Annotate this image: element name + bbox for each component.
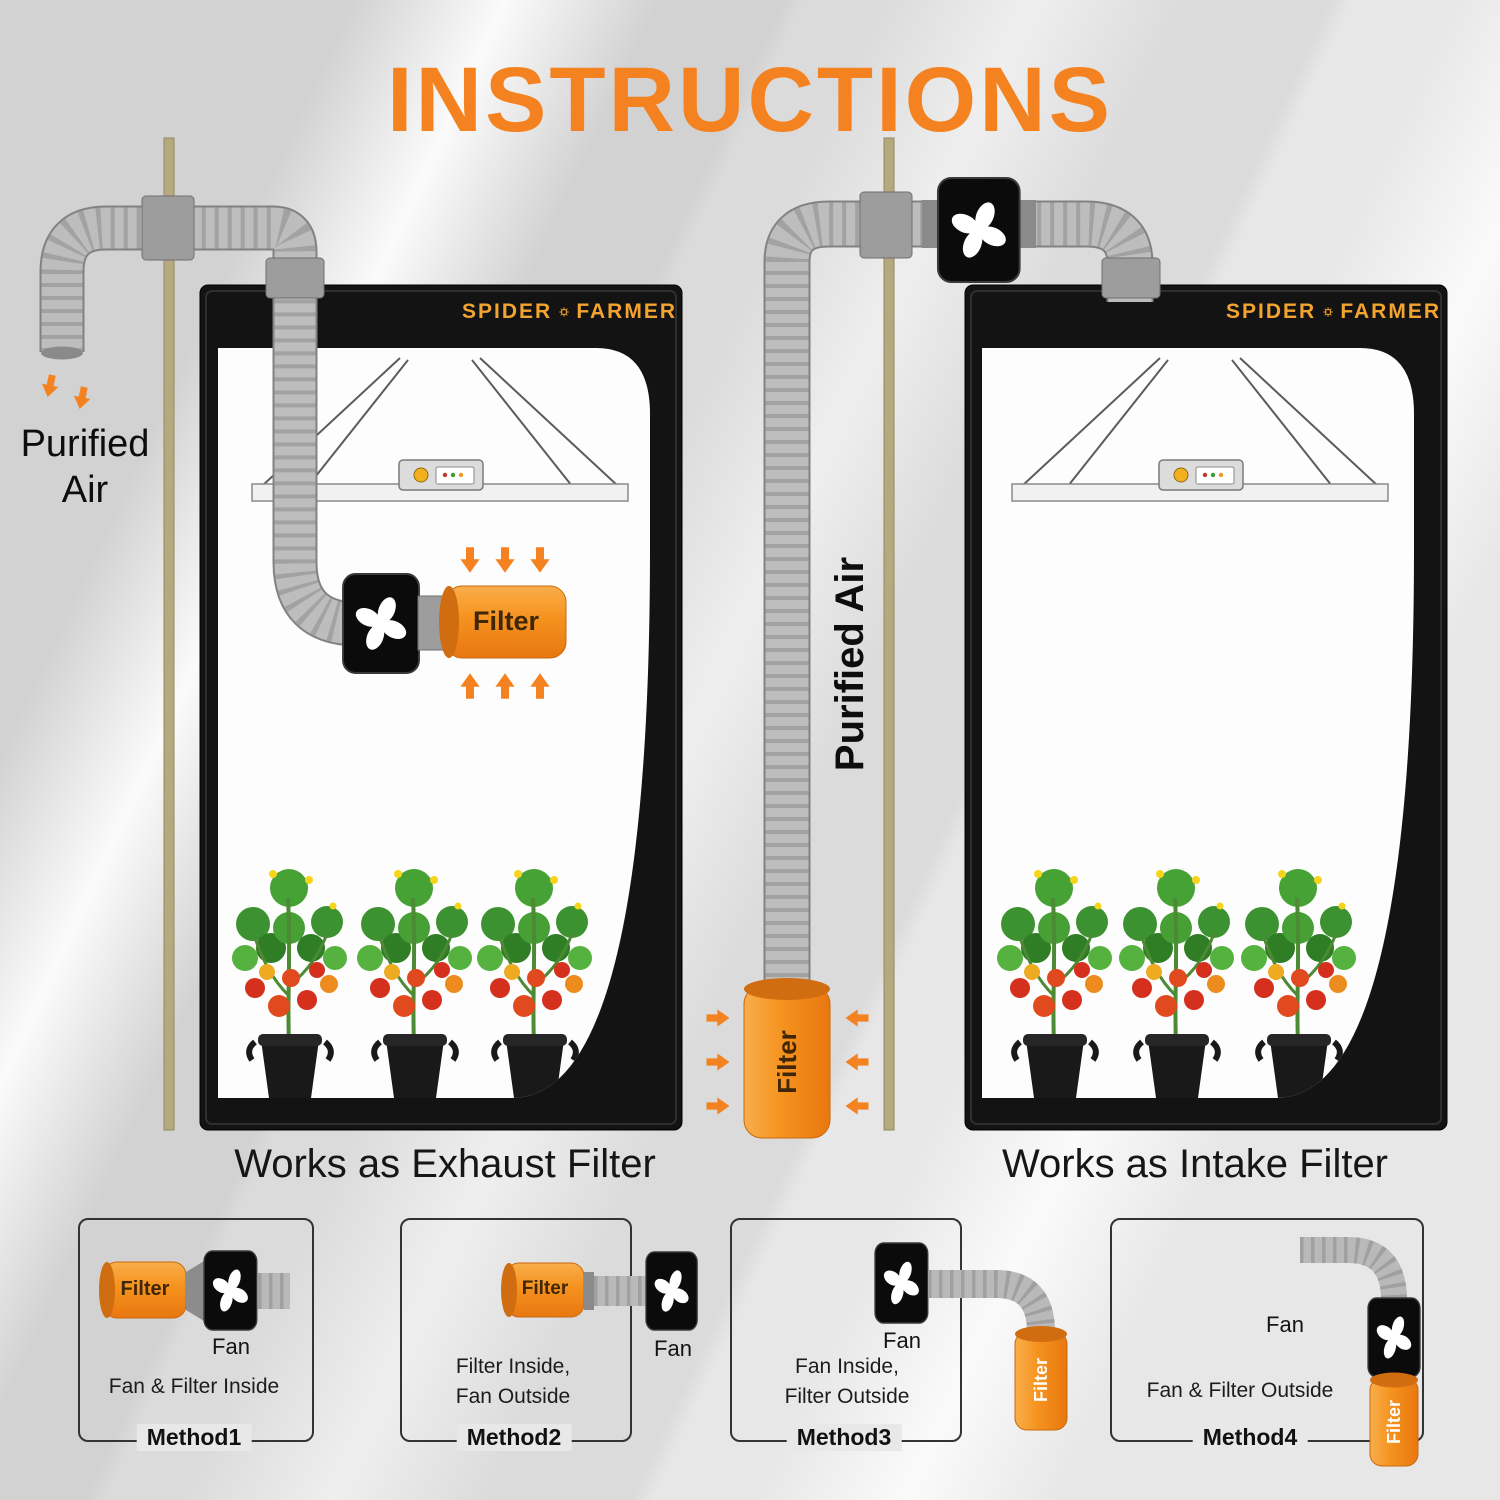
inline-fan-left xyxy=(342,573,420,674)
method-2-desc-line2: Fan Outside xyxy=(455,1384,571,1408)
purified-air-arrows-left xyxy=(39,373,93,411)
method-4-fan-label: Fan xyxy=(1266,1312,1304,1337)
method-2-desc-line1: Filter Inside, xyxy=(455,1355,571,1378)
purified-air-label-left: Purified Air xyxy=(0,422,170,513)
method-4-diagram xyxy=(1300,1237,1421,1467)
gear-icon xyxy=(1323,307,1333,317)
method-1-diagram xyxy=(99,1250,290,1331)
method-2-description: Filter Inside, Fan Outside xyxy=(408,1352,618,1412)
brand-word-spider: SPIDER xyxy=(1226,300,1317,323)
inline-fan-center xyxy=(936,176,1021,284)
caption-intake: Works as Intake Filter xyxy=(1001,1142,1389,1186)
method-4-filter-label: Filter xyxy=(1384,1400,1404,1445)
page-title: INSTRUCTIONS xyxy=(387,49,1113,151)
tent-pole-left xyxy=(163,137,175,1131)
tomato-plants-right xyxy=(997,869,1356,1098)
method-3-description: Fan Inside, Filter Outside xyxy=(742,1352,952,1412)
method-4-label: Method4 xyxy=(1192,1424,1308,1451)
exhaust-duct-left xyxy=(39,195,374,647)
method-3-label: Method3 xyxy=(786,1424,902,1451)
method-3-desc-line1: Fan Inside, xyxy=(795,1355,899,1378)
brand-logo-right: SPIDER FARMER xyxy=(1226,300,1441,324)
method-3-fan-label: Fan xyxy=(883,1328,921,1353)
grow-tent-right xyxy=(964,284,1448,1131)
method-1-label: Method1 xyxy=(136,1424,252,1451)
method-3-diagram xyxy=(874,1242,1068,1431)
method-2-filter-label: Filter xyxy=(521,1278,569,1299)
tent-pole-center xyxy=(883,137,895,1131)
method-2-diagram xyxy=(501,1251,698,1331)
caption-exhaust: Works as Exhaust Filter xyxy=(234,1142,656,1186)
purified-air-label-right: Purified Air xyxy=(828,556,872,772)
brand-word-spider: SPIDER xyxy=(462,300,553,323)
carbon-filter-center xyxy=(743,978,831,1139)
brand-word-farmer: FARMER xyxy=(1340,300,1441,323)
purified-air-line2: Air xyxy=(61,468,109,511)
filter-label-left: Filter xyxy=(472,606,539,636)
filter-label-center: Filter xyxy=(772,1030,802,1094)
gear-icon xyxy=(559,307,569,317)
carbon-filter-left xyxy=(417,585,567,659)
method-1-filter-label: Filter xyxy=(120,1278,170,1300)
tomato-plants-left xyxy=(232,869,592,1098)
method-1-fan-label: Fan xyxy=(212,1334,250,1359)
method-3-filter-label: Filter xyxy=(1031,1358,1051,1403)
method-1-description: Fan & Filter Inside xyxy=(108,1375,280,1398)
purified-air-line1: Purified xyxy=(20,423,150,465)
method-2-label: Method2 xyxy=(456,1424,572,1451)
grow-tent-left xyxy=(199,284,683,1131)
method-3-desc-line2: Filter Outside xyxy=(784,1384,910,1408)
brand-logo-left: SPIDER FARMER xyxy=(462,300,677,324)
brand-word-farmer: FARMER xyxy=(576,300,677,323)
method-4-description: Fan & Filter Outside xyxy=(1146,1379,1334,1402)
method-2-fan-label: Fan xyxy=(654,1336,692,1361)
